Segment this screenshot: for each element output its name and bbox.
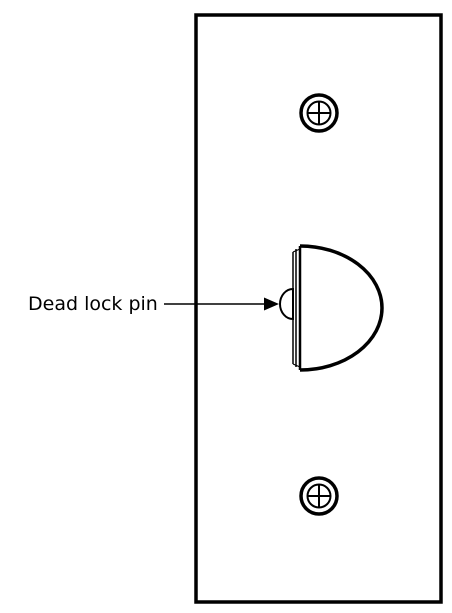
callout-leader bbox=[164, 297, 279, 311]
dead-lock-pin bbox=[279, 287, 294, 321]
faceplate bbox=[194, 13, 443, 604]
callout-label: Dead lock pin bbox=[28, 293, 158, 315]
latch-bolt bbox=[292, 244, 384, 372]
lower-screw-icon bbox=[299, 476, 339, 516]
upper-screw-icon bbox=[299, 93, 339, 133]
